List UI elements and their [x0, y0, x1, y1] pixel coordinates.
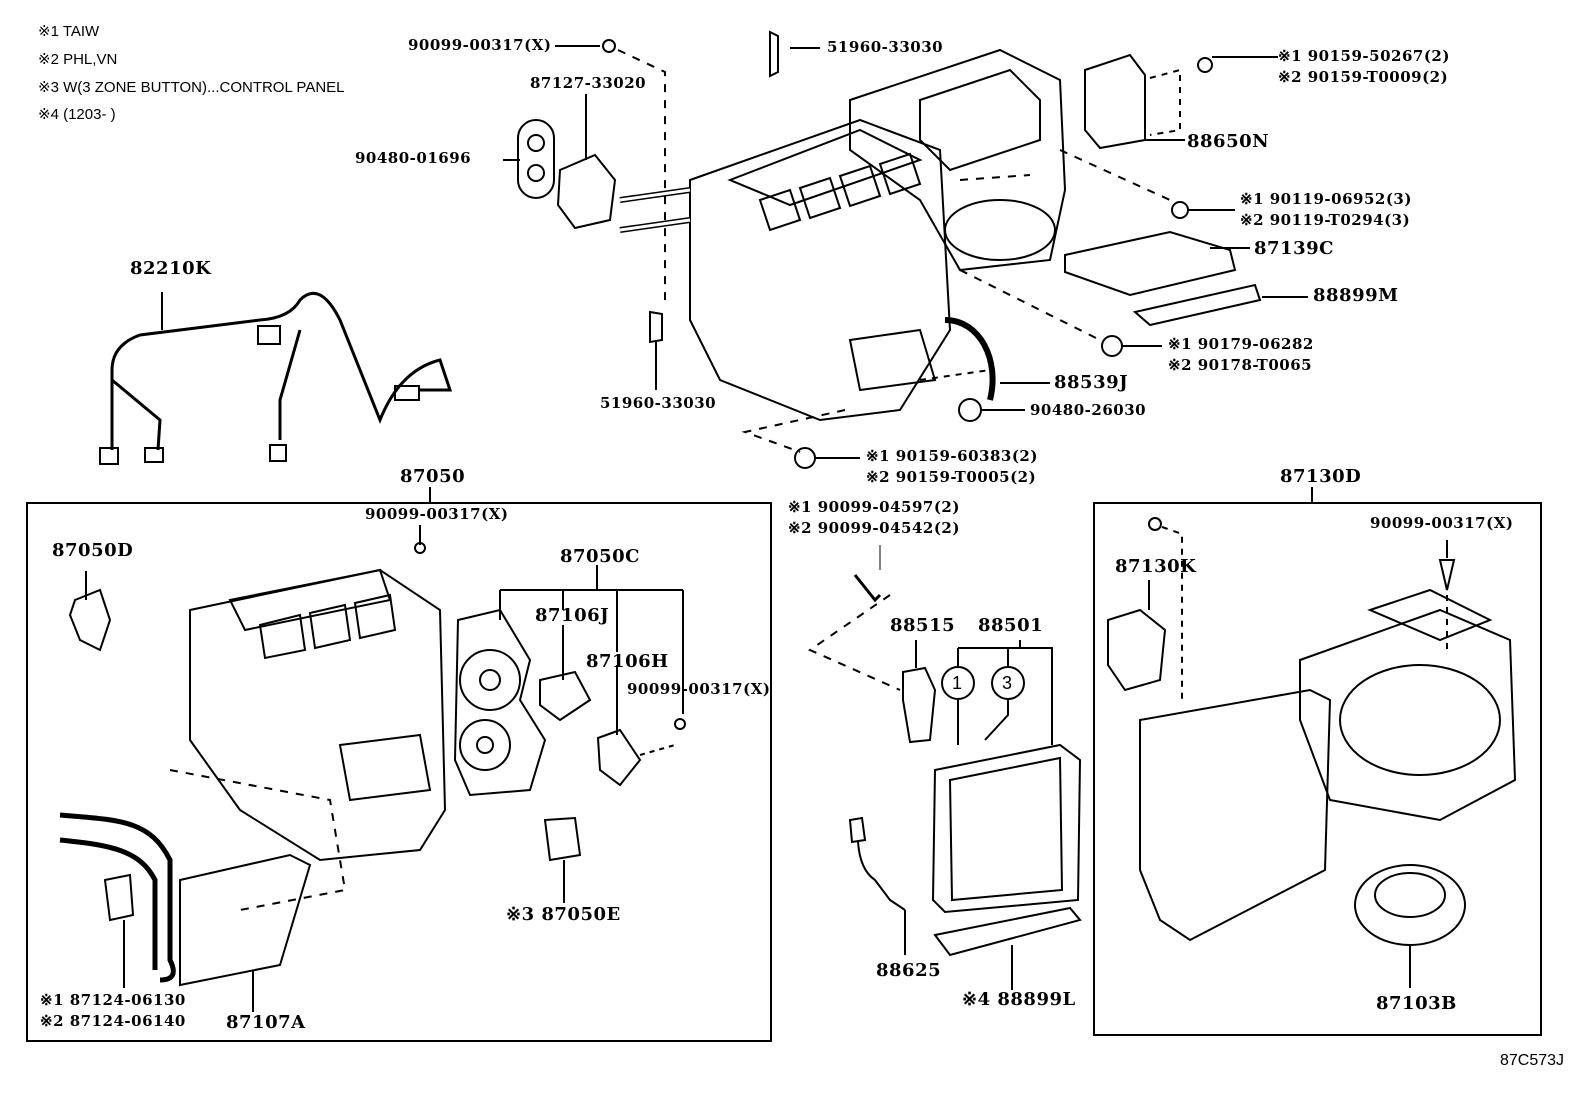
evaporator-core-icon [931, 743, 1082, 914]
part-label[interactable]: 90099-00317(X) [408, 36, 552, 54]
seal-shape [556, 153, 617, 230]
legend-item: ※2 PHL,VN [38, 51, 118, 68]
part-label[interactable]: 87106J [535, 605, 610, 626]
circle-marker [941, 666, 975, 700]
screw-icon [1148, 517, 1162, 531]
heater-box-group [26, 502, 772, 1042]
part-label[interactable]: ※3 87050E [506, 904, 621, 925]
part-label[interactable]: 88625 [876, 960, 942, 981]
label-tag-icon [649, 310, 663, 344]
part-label[interactable]: 87139C [1254, 238, 1334, 259]
blower-motor-shape [459, 649, 521, 711]
part-label[interactable]: 51960-33030 [600, 394, 717, 412]
heater-core-icon [179, 853, 312, 987]
screw-icon [674, 718, 686, 730]
screw-icon [602, 39, 616, 53]
part-label[interactable]: 87103B [1376, 993, 1457, 1014]
drain-hose-icon [944, 317, 996, 401]
screw-icon [414, 542, 426, 554]
screw-icon [794, 447, 816, 469]
part-label[interactable]: 88501 [978, 615, 1044, 636]
part-label[interactable]: 88899M [1313, 285, 1399, 306]
part-label-stack[interactable]: ※1 90119-06952(3)※2 90119-T0294(3) [1240, 190, 1412, 229]
part-label[interactable]: 90099-00317(X) [627, 680, 771, 698]
screw-icon [1171, 201, 1189, 219]
part-label[interactable]: 82210K [130, 258, 212, 279]
filter-icon [1064, 230, 1237, 297]
part-label-stack[interactable]: ※1 90179-06282※2 90178-T0065 [1168, 335, 1314, 374]
legend-item: ※4 (1203- ) [38, 106, 116, 123]
screw-icon [1438, 559, 1456, 591]
evaporator-cover-icon [933, 906, 1082, 957]
part-label[interactable]: 87130K [1115, 556, 1197, 577]
circle-marker [991, 666, 1025, 700]
grommet-icon [958, 398, 982, 422]
part-label[interactable]: 88515 [890, 615, 956, 636]
servo-icon [1107, 608, 1167, 692]
circle-marker-label: 3 [1002, 673, 1013, 693]
group-title[interactable]: 87050 [400, 466, 466, 487]
circle-marker-label: 1 [952, 673, 963, 693]
part-label[interactable]: 87050D [52, 540, 134, 561]
part-label[interactable]: 87107A [226, 1012, 306, 1033]
blower-unit-shape [849, 48, 1067, 272]
part-label-stack[interactable]: ※1 90099-04597(2)※2 90099-04542(2) [788, 498, 960, 537]
blower-box-group [1093, 502, 1542, 1036]
part-label[interactable]: 87050C [560, 546, 640, 567]
switch-icon [543, 816, 582, 862]
part-label[interactable]: 87106H [586, 651, 669, 672]
dashed-line [617, 49, 666, 300]
part-label[interactable]: 88539J [1054, 372, 1129, 393]
part-label[interactable]: 90099-00317(X) [365, 505, 509, 523]
bolt-icon [853, 574, 882, 603]
part-label-stack[interactable]: ※1 87124-06130※2 87124-06140 [40, 991, 186, 1030]
servo-icon [539, 670, 592, 722]
clip-icon [1101, 335, 1123, 357]
legend-item: ※1 TAIW [38, 23, 100, 40]
part-label[interactable]: 87127-33020 [530, 74, 647, 92]
expansion-valve-icon [902, 666, 937, 744]
amplifier-icon [1084, 53, 1146, 150]
screw-icon [1197, 57, 1213, 73]
hvac-unit-shape [689, 118, 952, 422]
heater-unit-shape [189, 568, 447, 862]
filter-cover-icon [1132, 283, 1262, 327]
label-tag-icon [769, 30, 779, 78]
group-title[interactable]: 87130D [1280, 466, 1362, 487]
part-label[interactable]: 90099-00317(X) [1370, 514, 1514, 532]
part-label-stack[interactable]: ※1 90159-50267(2)※2 90159-T0009(2) [1278, 47, 1450, 86]
part-label-stack[interactable]: ※1 90159-60383(2)※2 90159-T0005(2) [866, 447, 1038, 486]
servo-icon [596, 728, 642, 787]
part-label[interactable]: 90480-26030 [1030, 401, 1147, 419]
wire-harness-icon [110, 291, 453, 451]
clamp-icon [103, 873, 135, 922]
grommet-icon [517, 119, 555, 199]
part-label[interactable]: 88650N [1187, 131, 1270, 152]
blower-case-shape [1139, 688, 1332, 942]
servo-icon [68, 588, 112, 652]
heater-pipe-icon [59, 812, 176, 983]
part-label[interactable]: ※4 88899L [962, 989, 1076, 1010]
diagram-reference-code: 87C573J [1500, 1052, 1565, 1069]
legend-item: ※3 W(3 ZONE BUTTON)...CONTROL PANEL [38, 79, 345, 96]
part-label[interactable]: 51960-33030 [827, 38, 944, 56]
thermistor-icon [848, 816, 867, 844]
part-label[interactable]: 90480-01696 [355, 149, 472, 167]
